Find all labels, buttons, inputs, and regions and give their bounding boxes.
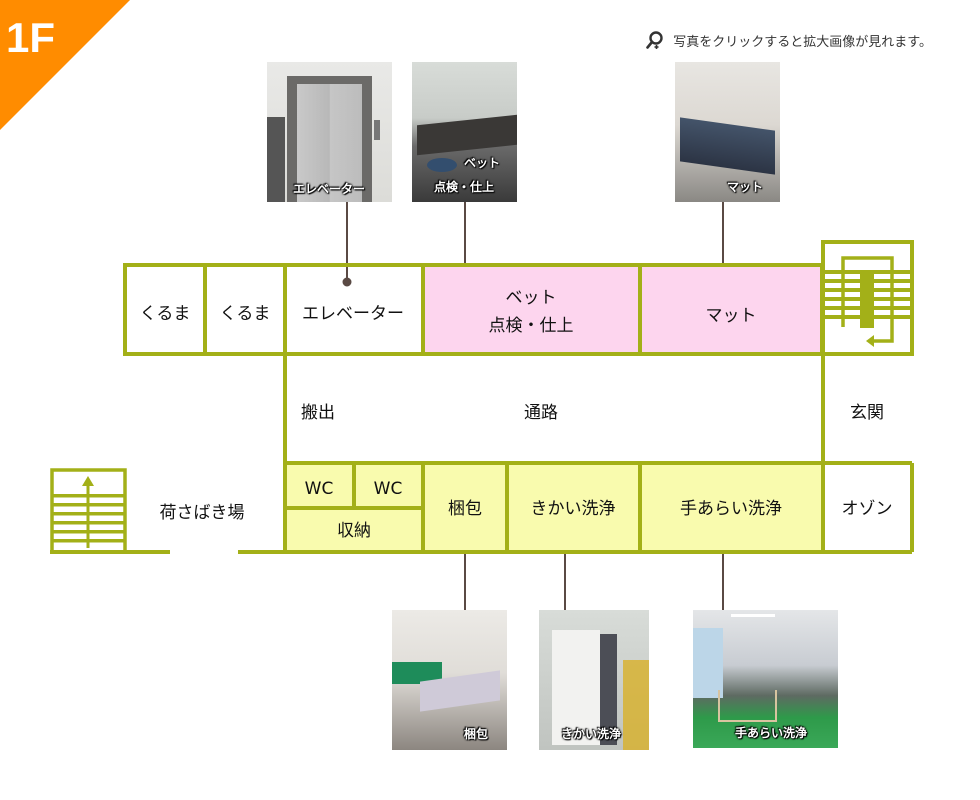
room-storage: 収納 (337, 521, 371, 541)
stairs-up-arrow-icon (82, 476, 94, 486)
area-corridor: 通路 (524, 403, 558, 423)
room-hand-wash: 手あらい洗浄 (680, 499, 782, 519)
photo-bed-caption-line2: 点検・仕上 (434, 180, 495, 194)
photo-elevator-panel (374, 120, 380, 140)
photo-elevator-door (297, 84, 362, 202)
photo-bed-caption-line1: ベット (464, 156, 501, 170)
walls (50, 263, 914, 554)
room-ozone: オゾン (842, 499, 893, 519)
stairs-right (821, 240, 914, 356)
floor-badge: 1F (6, 14, 56, 61)
photo-machine-body (552, 630, 600, 745)
photo-hand-wash-caption: 手あらい洗浄 (735, 726, 808, 740)
room-bed-line2: 点検・仕上 (489, 316, 574, 336)
click-hint: 写真をクリックすると拡大画像が見れます。 (645, 30, 932, 50)
area-entrance: 玄関 (850, 403, 884, 423)
photo-packing[interactable]: 梱包 (392, 610, 507, 750)
photo-packing-green-mat (392, 662, 442, 684)
photo-mat-caption: マット (727, 180, 764, 194)
photo-mat-mattress (680, 117, 775, 175)
room-wc-1: WC (305, 479, 334, 499)
photo-machine-cart (623, 660, 649, 750)
photo-bed-stool (427, 158, 457, 172)
connector-dot-elevator (342, 277, 352, 287)
room-ozone-fill (824, 464, 912, 552)
photo-elevator[interactable]: エレベーター (267, 62, 392, 202)
area-loading: 荷さばき場 (160, 503, 245, 523)
floor-badge-background (0, 0, 130, 130)
room-bed-line1: ベット (506, 288, 557, 308)
photo-hand-wash-rack (718, 690, 777, 722)
photo-machine-wash-caption: きかい洗浄 (561, 727, 622, 741)
photo-elevator-caption: エレベーター (293, 182, 366, 196)
photo-mat[interactable]: マット (675, 62, 780, 202)
click-hint-text: 写真をクリックすると拡大画像が見れます。 (673, 34, 932, 50)
photo-packing-caption: 梱包 (464, 727, 489, 741)
room-kuruma-2: くるま (220, 304, 271, 324)
area-hanshutsu: 搬出 (301, 403, 335, 423)
room-kuruma-1: くるま (140, 304, 191, 324)
room-wc-2: WC (374, 479, 403, 499)
room-machine-wash: きかい洗浄 (531, 499, 616, 519)
stairs-arrow-icon (866, 335, 874, 347)
stairs-left (50, 468, 127, 554)
photo-hand-wash-light (731, 614, 775, 617)
photo-machine-wash[interactable]: きかい洗浄 (539, 610, 649, 750)
room-mat-fill (641, 266, 822, 353)
room-mat: マット (706, 306, 757, 326)
photo-hand-wash-curtain (693, 628, 723, 698)
photo-hand-wash[interactable]: 手あらい洗浄 (693, 610, 838, 748)
room-bed-fill (424, 266, 639, 353)
photo-machine-side (600, 634, 617, 745)
magnifier-icon (646, 31, 663, 49)
room-elevator: エレベーター (302, 304, 404, 324)
room-packing: 梱包 (448, 499, 482, 519)
photo-bed[interactable]: ベット 点検・仕上 (412, 62, 517, 202)
photo-elevator-shelf (267, 117, 285, 202)
photo-bed-table (417, 114, 517, 156)
